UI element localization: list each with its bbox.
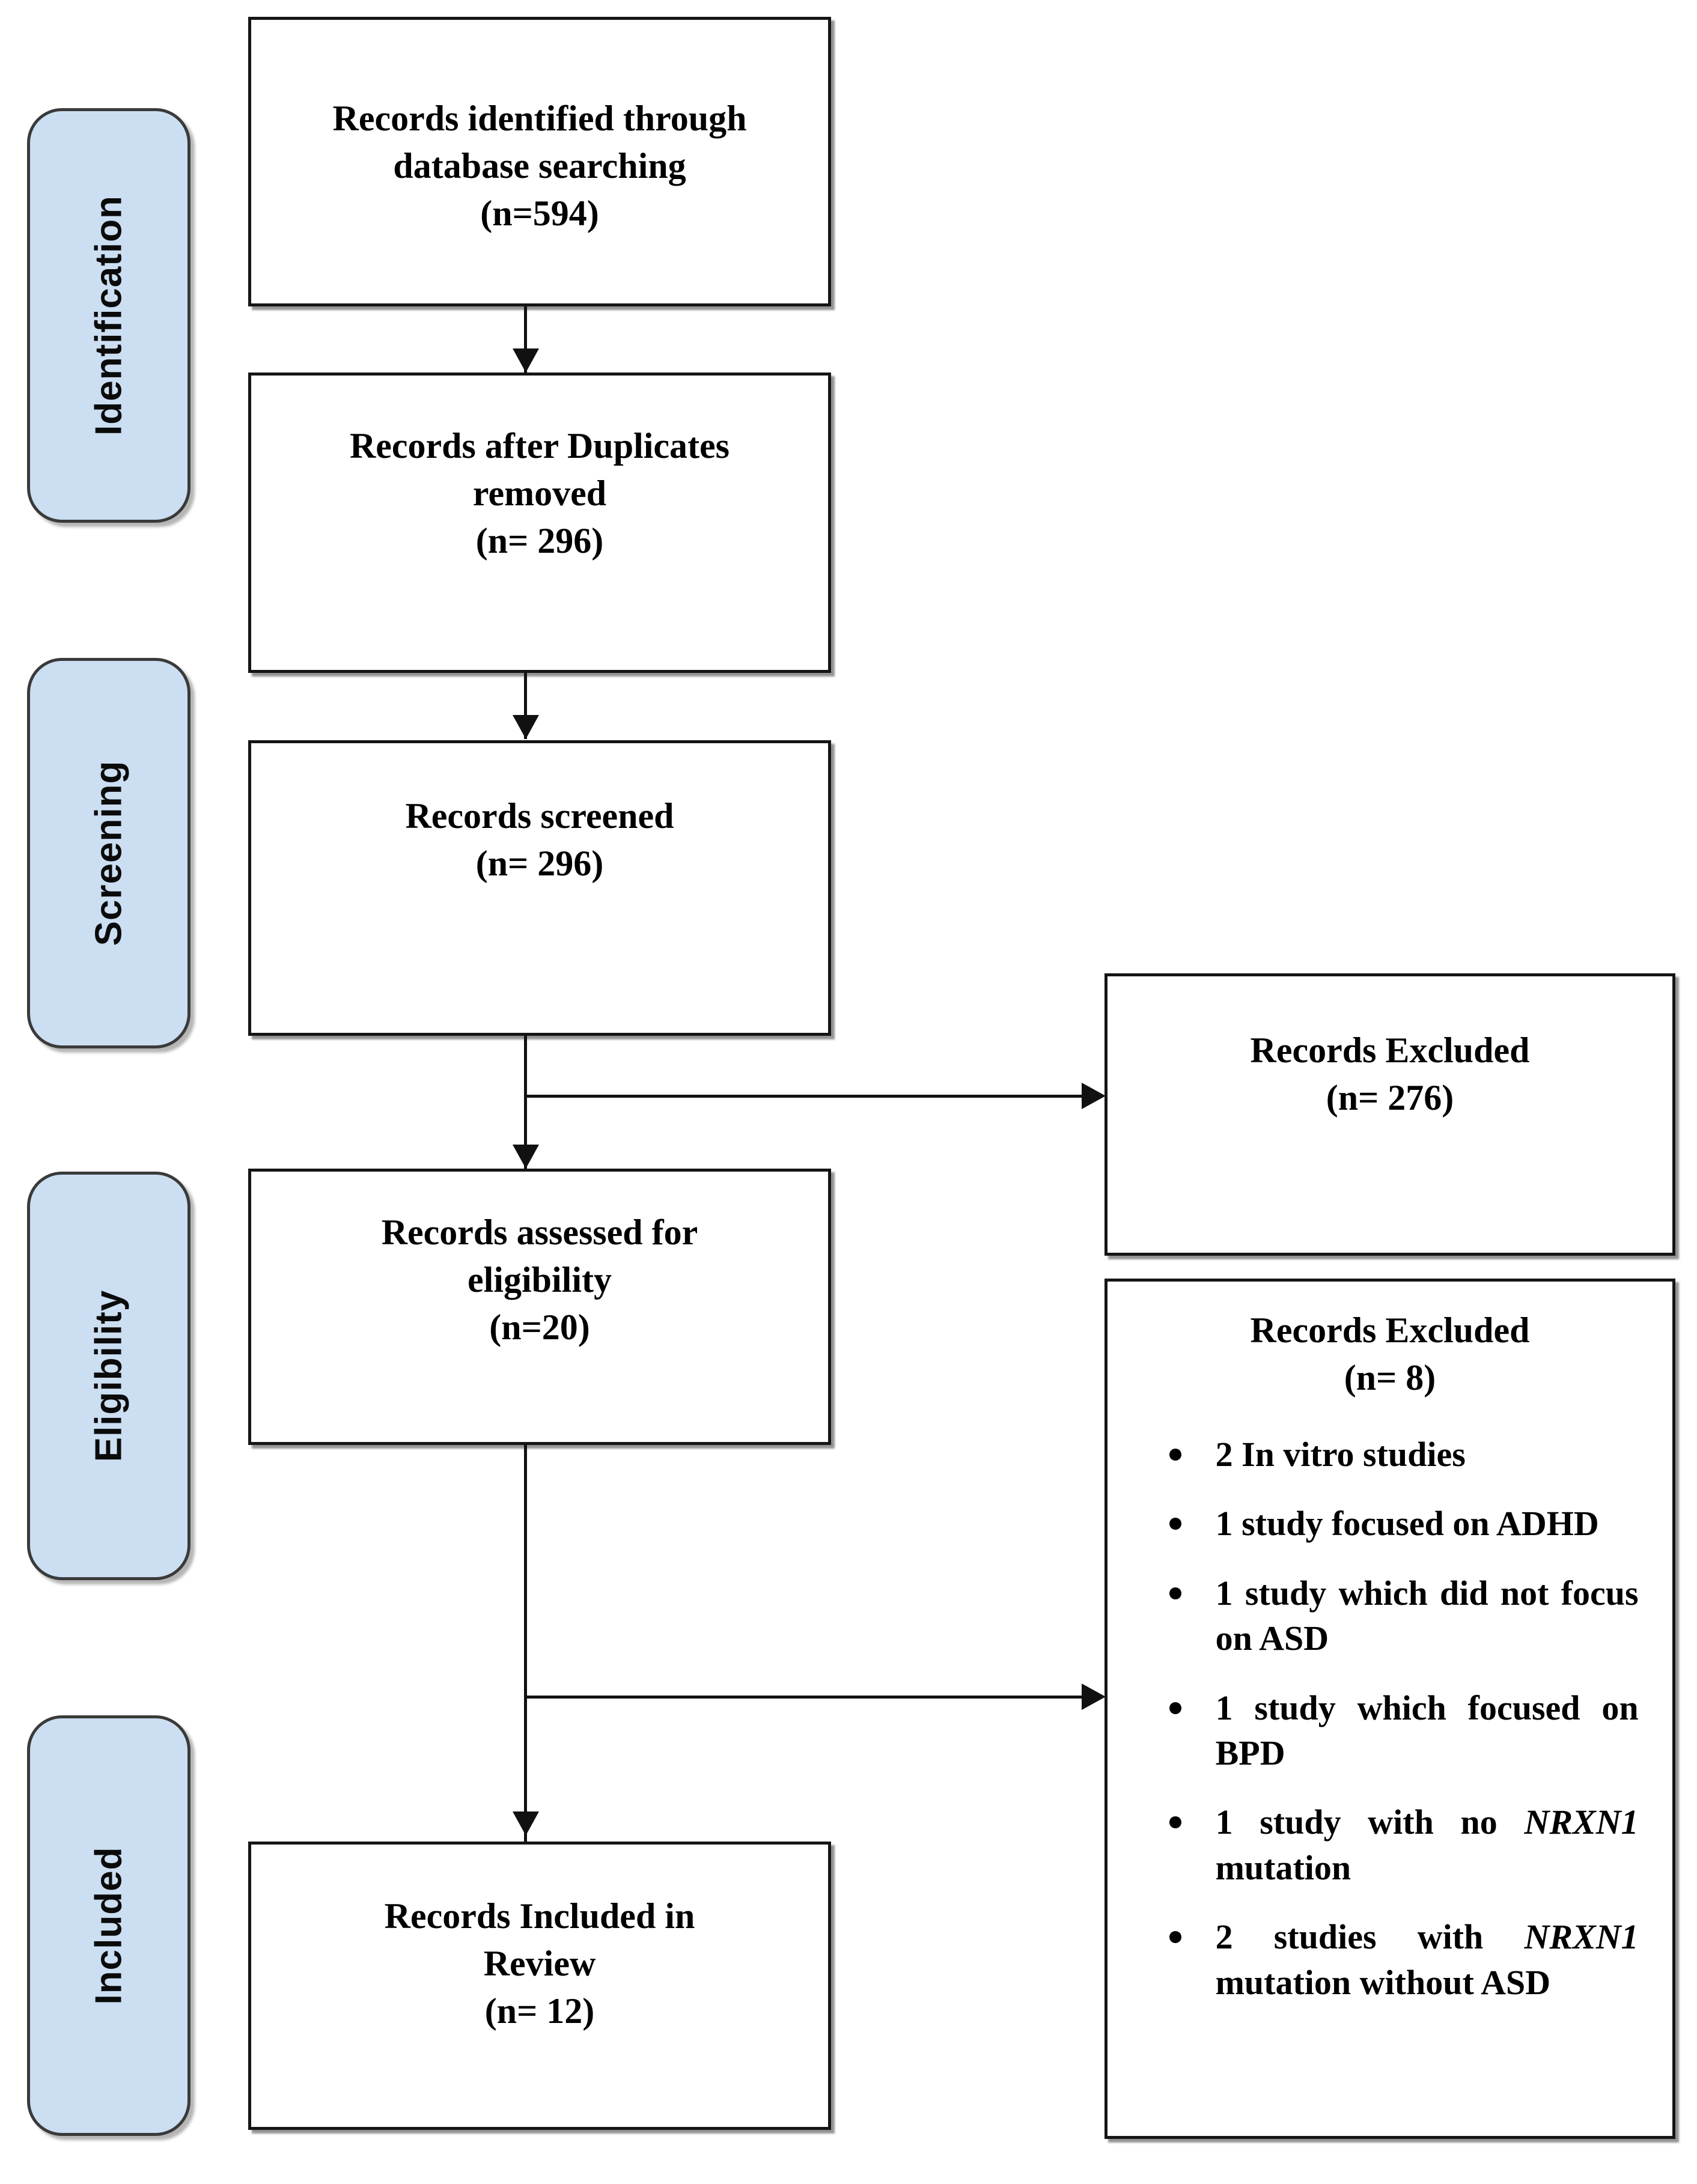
phase-eligibility-label: Eligibility	[88, 1289, 130, 1462]
phase-included: Included	[27, 1715, 190, 2136]
list-item: 1 study with no NRXN1 mutation	[1159, 1799, 1639, 1890]
box-records-included-line3: (n= 12)	[484, 1991, 595, 2031]
box-records-excluded-screening-line1: Records Excluded	[1250, 1030, 1530, 1070]
box-records-excluded-eligibility: Records Excluded (n= 8) 2 In vitro studi…	[1104, 1279, 1675, 2139]
box-records-after-duplicates-line3: (n= 296)	[475, 521, 604, 561]
box-records-identified-line3: (n=594)	[480, 193, 599, 234]
box-records-excluded-eligibility-line1: Records Excluded	[1250, 1310, 1530, 1350]
reason-text-italic: NRXN1	[1524, 1802, 1639, 1842]
reason-text-pre: 1 study with no	[1215, 1802, 1525, 1842]
connector-assessed-to-excluded	[524, 1696, 1101, 1699]
box-records-after-duplicates-line2: removed	[472, 473, 607, 514]
box-records-identified-line1: Records identified through	[332, 99, 747, 138]
connector-screened-to-excluded	[524, 1095, 1101, 1098]
reason-text-pre: 1 study which focused on BPD	[1215, 1688, 1639, 1772]
list-item: 1 study which did not focus on ASD	[1159, 1571, 1639, 1661]
box-records-assessed-line3: (n=20)	[489, 1307, 590, 1348]
box-records-screened-line2: (n= 296)	[475, 844, 604, 884]
connector-duplicates-to-screened	[524, 673, 527, 739]
reason-text-italic: NRXN1	[1524, 1917, 1639, 1957]
box-records-screened: Records screened (n= 296)	[248, 740, 831, 1036]
box-records-identified-line2: database searching	[393, 146, 686, 186]
reason-text-pre: 1 study focused on ADHD	[1215, 1504, 1599, 1544]
arrowhead-screened-to-assessed	[513, 1145, 539, 1169]
box-records-included: Records Included in Review (n= 12)	[248, 1842, 831, 2130]
reason-text-pre: 2 studies with	[1215, 1917, 1525, 1957]
list-item: 1 study focused on ADHD	[1159, 1501, 1639, 1546]
reason-text-post: mutation	[1215, 1848, 1351, 1887]
phase-screening-label: Screening	[88, 760, 130, 946]
list-item: 1 study which focused on BPD	[1159, 1685, 1639, 1776]
arrowhead-assessed-to-included	[513, 1811, 539, 1836]
box-records-assessed: Records assessed for eligibility (n=20)	[248, 1169, 831, 1445]
box-records-identified: Records identified through database sear…	[248, 17, 831, 306]
phase-eligibility: Eligibility	[27, 1172, 190, 1580]
connector-identified-to-duplicates	[524, 306, 527, 373]
arrowhead-assessed-to-excluded	[1082, 1684, 1106, 1710]
box-records-after-duplicates: Records after Duplicates removed (n= 296…	[248, 373, 831, 673]
excluded-reasons-list: 2 In vitro studies 1 study focused on AD…	[1159, 1432, 1639, 2005]
box-records-excluded-screening: Records Excluded (n= 276)	[1104, 973, 1675, 1256]
phase-screening: Screening	[27, 658, 190, 1048]
list-item: 2 studies with NRXN1 mutation without AS…	[1159, 1914, 1639, 2005]
phase-included-label: Included	[88, 1846, 130, 2005]
box-records-included-line2: Review	[483, 1944, 596, 1984]
connector-assessed-trunk	[524, 1445, 527, 1842]
box-records-excluded-screening-line2: (n= 276)	[1326, 1078, 1454, 1118]
box-records-excluded-eligibility-line2: (n= 8)	[1344, 1358, 1436, 1398]
list-item: 2 In vitro studies	[1159, 1432, 1639, 1477]
connector-screened-trunk	[524, 1036, 527, 1174]
arrowhead-identified-to-duplicates	[513, 348, 539, 373]
box-records-after-duplicates-line1: Records after Duplicates	[349, 426, 730, 466]
reason-text-post: mutation without ASD	[1215, 1962, 1551, 2002]
arrowhead-screened-to-excluded	[1082, 1083, 1106, 1109]
phase-identification: Identification	[27, 108, 190, 523]
box-records-screened-line1: Records screened	[405, 796, 674, 836]
box-records-assessed-line2: eligibility	[467, 1260, 612, 1300]
arrowhead-duplicates-to-screened	[513, 715, 539, 739]
box-records-included-line1: Records Included in	[384, 1896, 695, 1936]
phase-identification-label: Identification	[88, 195, 130, 436]
box-records-assessed-line1: Records assessed for	[381, 1212, 698, 1252]
reason-text-pre: 2 In vitro studies	[1215, 1435, 1466, 1474]
reason-text-pre: 1 study which did not focus on ASD	[1215, 1573, 1639, 1658]
